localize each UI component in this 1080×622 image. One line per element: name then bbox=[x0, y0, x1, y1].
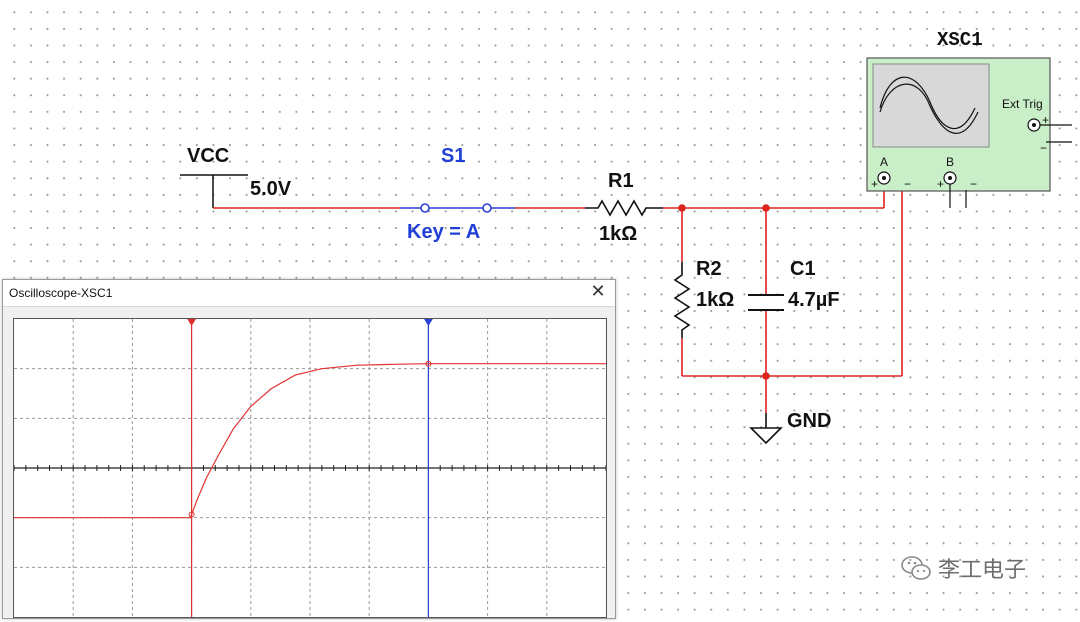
channel-a-minus: − bbox=[904, 177, 911, 191]
junction-dot bbox=[762, 372, 770, 380]
oscilloscope-instrument[interactable]: XSC1 Ext Trig + − A + − B + − bbox=[866, 29, 1072, 208]
vcc-source[interactable]: VCC 5.0V bbox=[180, 145, 292, 208]
scope-label: XSC1 bbox=[937, 29, 983, 51]
channel-a-terminal-center bbox=[882, 176, 886, 180]
c1-value: 4.7µF bbox=[788, 289, 840, 311]
c1-label: C1 bbox=[790, 258, 816, 280]
resistor-r1[interactable]: R1 1kΩ bbox=[585, 170, 663, 245]
switch-s1[interactable]: S1 Key = A bbox=[400, 145, 515, 243]
channel-a-plus: + bbox=[871, 177, 878, 191]
scope-wave-icon bbox=[879, 76, 976, 129]
oscilloscope-title: Oscilloscope-XSC1 bbox=[9, 286, 113, 300]
switch-key: Key = A bbox=[407, 221, 480, 243]
channel-a-label: A bbox=[880, 155, 888, 169]
wechat-icon bbox=[901, 556, 931, 580]
close-icon[interactable]: ✕ bbox=[590, 281, 606, 302]
switch-contact-left bbox=[420, 203, 430, 213]
gnd-label: GND bbox=[787, 410, 831, 432]
vcc-value: 5.0V bbox=[250, 178, 292, 200]
capacitor-c1[interactable]: C1 4.7µF bbox=[748, 258, 840, 311]
switch-contact-right bbox=[482, 203, 492, 213]
trace-channel-a bbox=[14, 363, 606, 519]
resistor-r2[interactable]: R2 1kΩ bbox=[673, 258, 734, 338]
oscilloscope-window[interactable]: Oscilloscope-XSC1 ✕ bbox=[2, 279, 616, 619]
r2-zigzag bbox=[673, 262, 691, 338]
cursor-1-point bbox=[188, 511, 195, 518]
ground-icon bbox=[749, 427, 783, 445]
channel-b-minus: − bbox=[970, 177, 977, 191]
switch-label: S1 bbox=[441, 145, 465, 167]
watermark-text: 李工电子 bbox=[938, 558, 1027, 583]
r1-value: 1kΩ bbox=[599, 223, 637, 245]
junction-dot bbox=[762, 204, 770, 212]
scope-wave-icon bbox=[879, 83, 979, 134]
watermark: 李工电子 bbox=[900, 550, 1026, 586]
oscilloscope-plot bbox=[13, 318, 607, 617]
oscilloscope-screen[interactable] bbox=[13, 318, 607, 618]
oscilloscope-titlebar[interactable]: Oscilloscope-XSC1 ✕ bbox=[3, 280, 615, 307]
ext-trig-minus: − bbox=[1040, 141, 1047, 155]
channel-b-label: B bbox=[946, 155, 954, 169]
junction-dot bbox=[678, 204, 686, 212]
ext-trig-terminal-center bbox=[1032, 123, 1036, 127]
cursor-2-marker-icon bbox=[423, 318, 434, 326]
r1-zigzag bbox=[585, 199, 663, 217]
channel-b-terminal-center bbox=[948, 176, 952, 180]
channel-b-plus: + bbox=[937, 177, 944, 191]
vcc-label: VCC bbox=[187, 145, 229, 167]
ext-trig-plus: + bbox=[1042, 113, 1049, 127]
ext-trig-label: Ext Trig bbox=[1002, 97, 1043, 111]
ground-symbol[interactable]: GND bbox=[749, 410, 831, 445]
r2-value: 1kΩ bbox=[696, 289, 734, 311]
r2-label: R2 bbox=[696, 258, 722, 280]
cursor-1-marker-icon bbox=[186, 318, 197, 326]
wires bbox=[213, 190, 903, 413]
r1-label: R1 bbox=[608, 170, 634, 192]
cursor-2-point bbox=[425, 360, 432, 367]
